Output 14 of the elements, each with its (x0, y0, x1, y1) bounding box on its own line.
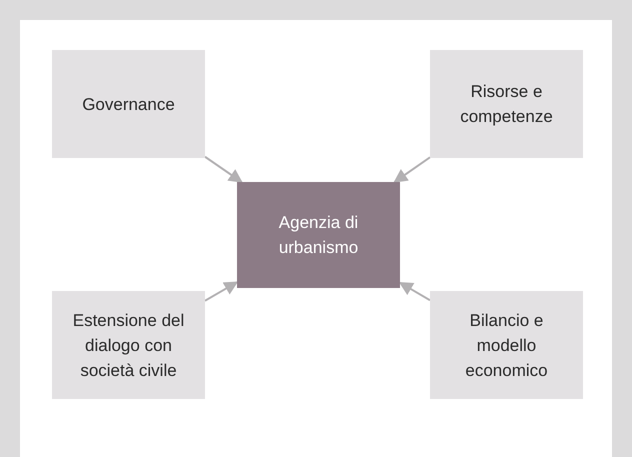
arrow (393, 156, 431, 183)
box-label: Estensione del dialogo con società civile (72, 310, 186, 382)
central-box (237, 182, 400, 288)
arrow (204, 281, 238, 302)
box-label: Governance (82, 94, 175, 116)
box-label: Bilancio e modello economico (464, 310, 549, 382)
topic-box (52, 291, 205, 399)
arrow (204, 156, 243, 183)
topic-box (430, 50, 583, 158)
box-label: Agenzia di urbanismo (278, 212, 360, 259)
topic-box (430, 291, 583, 399)
box-label: Risorse e competenze (459, 81, 554, 128)
arrow (398, 282, 430, 302)
topic-box (52, 50, 205, 158)
